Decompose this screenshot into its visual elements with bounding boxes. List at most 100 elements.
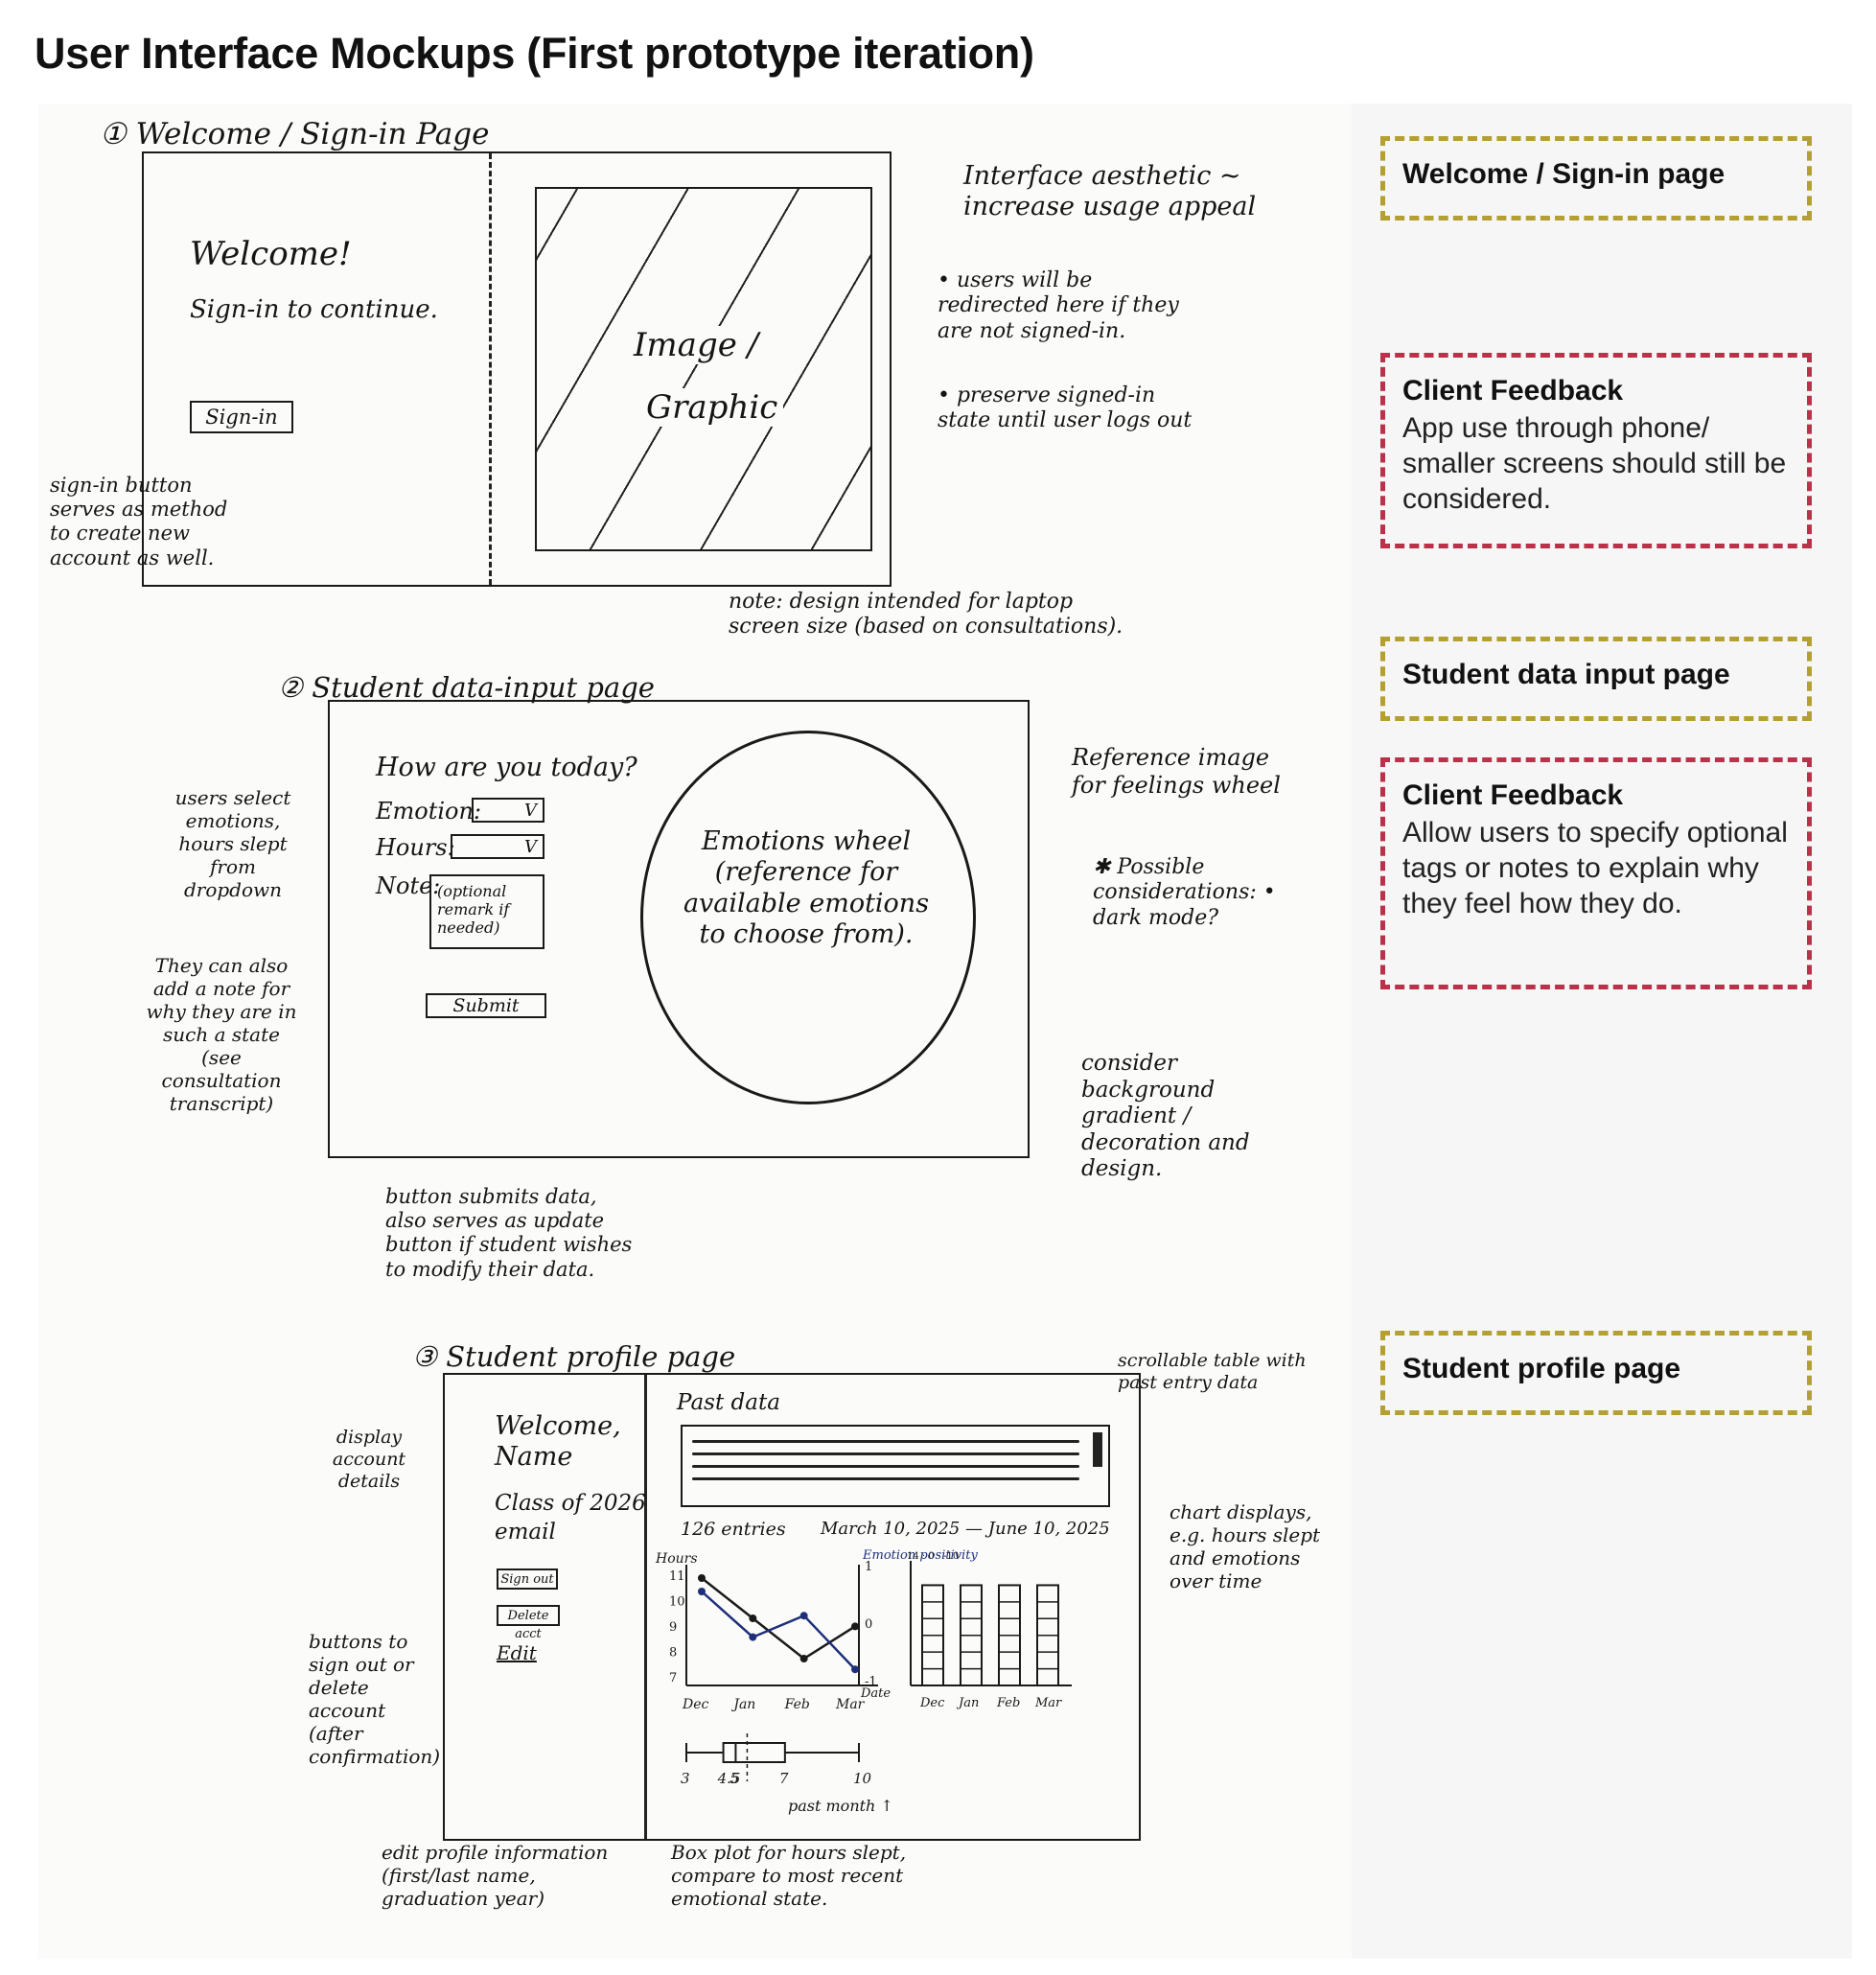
line-chart-x-tick: Jan [730, 1697, 755, 1712]
table-scrollbar [1093, 1432, 1102, 1467]
signin-prompt-text: Sign-in to continue. [190, 295, 438, 324]
line-chart-y-label: Hours [655, 1551, 698, 1567]
line-chart-point [698, 1588, 706, 1595]
profile-welcome-name: Welcome, Name [495, 1411, 621, 1473]
line-chart-x-tick: Dec [682, 1697, 709, 1712]
note-buttons: buttons to sign out or delete account (a… [309, 1630, 441, 1768]
profile-mockup-frame [443, 1373, 1141, 1841]
image-label-2: Graphic [640, 388, 784, 427]
emotion-label: Emotion: [376, 798, 482, 825]
line-chart-series-line [701, 1591, 856, 1671]
input-question: How are you today? [376, 753, 637, 782]
line-chart-x-tick: Mar [835, 1697, 866, 1712]
box-plot-tick: 7 [779, 1770, 789, 1787]
section-1-heading: ① Welcome / Sign-in Page [100, 117, 490, 151]
line-chart-point [698, 1574, 706, 1582]
profile-class-of: Class of 2026 [495, 1491, 646, 1516]
note-select-dropdown: users select emotions, hours slept from … [174, 786, 291, 901]
line-chart-y-tick: 7 [669, 1671, 677, 1685]
date-range: March 10, 2025 — June 10, 2025 [821, 1519, 1110, 1539]
emotions-wheel-text: Emotions wheel (reference for available … [683, 826, 930, 950]
sign-out-button-sketch: Sign out [497, 1568, 558, 1590]
line-chart-point [851, 1665, 859, 1674]
profile-section-title: Student profile page [1402, 1353, 1681, 1384]
box-plot-tick: 4.5 [717, 1770, 741, 1787]
past-month-label: past month ↑ [788, 1797, 893, 1815]
note-submit-button: button submits data, also serves as upda… [385, 1185, 633, 1281]
note-display-account: display account details [332, 1427, 406, 1492]
client-feedback-2-body: Allow users to specify optional tags or … [1402, 817, 1788, 919]
input-mockup-frame [328, 700, 1030, 1158]
box-plot-tick: 5 [730, 1770, 739, 1787]
profile-mockup-divider [644, 1375, 647, 1839]
note-reference-image: Reference image for feelings wheel [1072, 744, 1281, 799]
hours-label: Hours: [376, 834, 455, 861]
box-plot-tick: 10 [853, 1770, 872, 1787]
note-box-plot: Box plot for hours slept, compare to mos… [671, 1841, 907, 1910]
note-textarea-sketch: (optional remark if needed) [429, 874, 544, 949]
line-chart-point [799, 1655, 808, 1662]
submit-button-sketch: Submit [426, 993, 546, 1018]
welcome-section-title: Welcome / Sign-in page [1402, 158, 1725, 190]
note-signin-button: sign-in button serves as method to creat… [50, 474, 228, 569]
note-chart-displays: chart displays, e.g. hours slept and emo… [1170, 1500, 1321, 1592]
profile-section-callout: Student profile page [1380, 1331, 1812, 1415]
client-feedback-2-title: Client Feedback [1402, 779, 1624, 811]
profile-email: email [495, 1520, 556, 1545]
signin-mockup-frame [142, 151, 892, 587]
client-feedback-2: Client Feedback Allow users to specify o… [1380, 757, 1812, 989]
line-chart-y-tick: 10 [669, 1595, 685, 1610]
image-placeholder [535, 187, 872, 551]
bar-chart-x-tick: Mar [1034, 1696, 1062, 1710]
note-scrollable-table: scrollable table with past entry data [1118, 1350, 1307, 1393]
line-chart-y2-tick: 1 [865, 1560, 872, 1574]
line-chart-y2-tick: -1 [865, 1675, 877, 1689]
delete-account-button-sketch: Delete acct [497, 1605, 560, 1641]
emotions-wheel-circle [640, 731, 976, 1104]
client-feedback-1-body: App use through phone/ smaller screens s… [1402, 412, 1787, 515]
line-chart-point [851, 1622, 859, 1631]
line-chart-x-tick: Feb [784, 1697, 810, 1712]
note-add-note: They can also add a note for why they ar… [146, 954, 297, 1115]
image-label-1: Image / [628, 326, 765, 364]
emotion-dropdown-sketch: V [472, 798, 544, 823]
welcome-section-callout: Welcome / Sign-in page [1380, 136, 1812, 221]
edit-link-sketch: Edit [497, 1641, 537, 1664]
note-possible-considerations: ✱ Possible considerations: • dark mode? [1093, 855, 1276, 930]
client-feedback-1-title: Client Feedback [1402, 375, 1624, 407]
bar-chart-x-tick: Jan [956, 1696, 979, 1710]
page-title: User Interface Mockups (First prototype … [35, 29, 1034, 78]
line-chart-x-label: Date [860, 1686, 891, 1701]
bar-chart-top-tick: 14 · 0 · -10 [907, 1551, 959, 1562]
entries-count: 126 entries [681, 1519, 786, 1540]
note-laptop-size: note: design intended for laptop screen … [729, 590, 1123, 639]
note-background-design: consider background gradient / decoratio… [1081, 1051, 1250, 1182]
note-edit-profile: edit profile information (first/last nam… [382, 1841, 609, 1910]
line-chart-point [749, 1615, 757, 1622]
signin-button-sketch: Sign-in [190, 401, 293, 433]
signin-mockup-divider [489, 153, 492, 585]
line-chart-y-tick: 8 [669, 1646, 677, 1661]
hours-dropdown-sketch: V [451, 834, 544, 859]
line-chart-y2-label: Emotion positivity [862, 1548, 978, 1563]
student-input-section-callout: Student data input page [1380, 637, 1812, 721]
note-redirect: • users will be redirected here if they … [938, 268, 1179, 343]
line-chart-y-tick: 11 [669, 1569, 685, 1584]
line-chart-y2-tick: 0 [865, 1617, 872, 1632]
section-2-heading: ② Student data-input page [278, 671, 655, 704]
note-preserve: • preserve signed-in state until user lo… [938, 383, 1193, 433]
past-data-label: Past data [677, 1390, 780, 1415]
client-feedback-1: Client Feedback App use through phone/ s… [1380, 353, 1812, 548]
box-plot-box [722, 1742, 786, 1763]
student-input-section-title: Student data input page [1402, 659, 1730, 690]
past-data-table [681, 1425, 1110, 1507]
signin-welcome-text: Welcome! [190, 235, 352, 273]
note-aesthetic: Interface aesthetic ~ increase usage app… [963, 161, 1257, 222]
box-plot: 3 4.55 7 10 [681, 1733, 872, 1787]
line-chart-point [799, 1612, 808, 1620]
bar-chart-x-tick: Dec [919, 1696, 945, 1710]
box-plot-tick: 3 [681, 1770, 690, 1787]
